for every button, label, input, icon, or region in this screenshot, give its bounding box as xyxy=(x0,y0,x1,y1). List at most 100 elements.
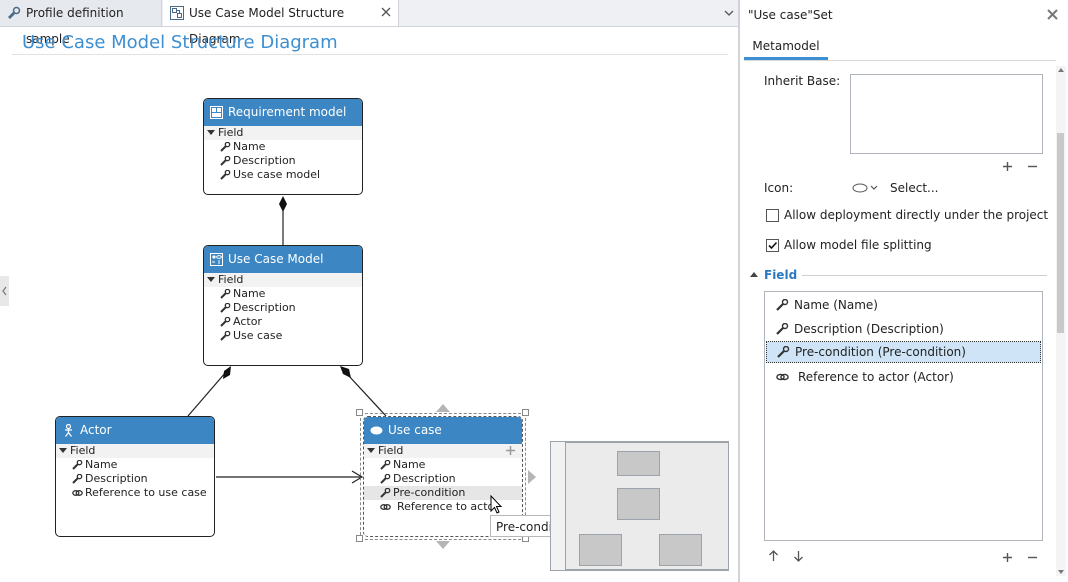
class-box-actor[interactable]: Actor Field Name Description Reference t… xyxy=(55,416,215,537)
wrench-icon xyxy=(220,170,231,180)
composition-diamond-req xyxy=(279,196,287,212)
field-row[interactable]: Use case xyxy=(204,329,362,343)
field-list-item[interactable]: Name (Name) xyxy=(766,294,1041,316)
wrench-icon xyxy=(220,331,231,341)
wrench-icon xyxy=(380,460,391,470)
close-icon[interactable] xyxy=(380,6,392,18)
resize-handle[interactable] xyxy=(522,409,529,416)
field-row[interactable]: Reference to actor xyxy=(364,500,522,514)
inherit-base-list[interactable] xyxy=(850,74,1043,154)
scroll-down-icon[interactable] xyxy=(1056,568,1066,576)
add-inherit-base-icon[interactable] xyxy=(1002,161,1013,172)
tab-label: Profile definition sample xyxy=(26,6,124,46)
field-row-highlighted[interactable]: Pre-condition xyxy=(364,486,522,500)
diagram-minimap[interactable] xyxy=(550,441,729,571)
tab-metamodel[interactable]: Metamodel xyxy=(752,39,820,53)
field-section-header[interactable]: Field xyxy=(764,268,798,282)
pane-splitter[interactable] xyxy=(738,0,740,582)
resize-arrow-right[interactable] xyxy=(528,470,536,484)
minimap-box-requirement-model xyxy=(617,451,660,476)
minimap-box-use-case-model xyxy=(617,488,660,520)
tab-label: Use Case Model Structure Diagram xyxy=(189,6,345,46)
move-down-icon[interactable] xyxy=(793,550,804,562)
expand-arrow-icon xyxy=(207,130,215,135)
checkmark-icon xyxy=(768,241,778,250)
move-up-icon[interactable] xyxy=(768,550,779,562)
class-header: Use case xyxy=(364,417,522,444)
expand-arrow-icon xyxy=(207,277,215,282)
icon-dropdown[interactable] xyxy=(852,181,880,195)
wrench-icon xyxy=(776,299,789,311)
class-box-use-case[interactable]: Use case Field Name Description Pre-cond… xyxy=(363,416,523,537)
composition-line-ucm-usecase[interactable] xyxy=(347,374,387,417)
field-section[interactable]: Field xyxy=(364,444,522,458)
icon-select-button[interactable]: Select... xyxy=(890,181,939,195)
remove-field-icon[interactable] xyxy=(1027,552,1038,563)
field-row[interactable]: Name xyxy=(204,140,362,154)
allow-deployment-checkbox[interactable] xyxy=(766,209,779,222)
wrench-icon xyxy=(72,474,83,484)
allow-split-checkbox[interactable] xyxy=(766,239,779,252)
field-row[interactable]: Actor xyxy=(204,315,362,329)
minimap-box-actor xyxy=(579,534,622,566)
tab-use-case-model-structure-diagram[interactable]: Use Case Model Structure Diagram xyxy=(163,0,399,46)
section-divider xyxy=(802,275,1047,276)
field-row[interactable]: Description xyxy=(56,472,214,486)
field-row[interactable]: Description xyxy=(204,154,362,168)
field-row[interactable]: Description xyxy=(204,301,362,315)
field-section[interactable]: Field xyxy=(204,126,362,140)
resize-arrow-down[interactable] xyxy=(436,541,450,549)
allow-split-label[interactable]: Allow model file splitting xyxy=(784,238,932,252)
field-row[interactable]: Description xyxy=(364,472,522,486)
allow-deployment-label[interactable]: Allow deployment directly under the proj… xyxy=(784,208,1049,222)
selection-frame xyxy=(360,413,526,540)
mouse-cursor-icon xyxy=(490,495,503,514)
resize-handle[interactable] xyxy=(356,409,363,416)
resize-arrow-up[interactable] xyxy=(436,404,450,412)
close-icon[interactable] xyxy=(1046,8,1059,21)
field-row[interactable]: Use case model xyxy=(204,168,362,182)
composition-line-ucm-actor[interactable] xyxy=(187,371,227,417)
wrench-icon xyxy=(72,460,83,470)
diagram-connectors xyxy=(187,196,536,549)
wrench-icon xyxy=(220,317,231,327)
scrollbar-thumb[interactable] xyxy=(1057,133,1064,333)
panel-title: "Use case"Set xyxy=(748,8,833,22)
class-header: Actor xyxy=(56,417,214,444)
collapse-handle[interactable] xyxy=(0,276,9,306)
diagram-editor: Profile definition sample Use Case Model… xyxy=(0,0,740,571)
field-list-item-selected[interactable]: Pre-condition (Pre-condition) xyxy=(766,341,1041,363)
field-list[interactable]: Name (Name) Description (Description) Pr… xyxy=(764,291,1043,541)
profile-icon xyxy=(8,6,21,19)
scroll-up-icon[interactable] xyxy=(1056,66,1066,74)
field-section[interactable]: Field xyxy=(204,273,362,287)
class-box-requirement-model[interactable]: Requirement model Field Name Description… xyxy=(203,98,363,195)
requirement-model-icon xyxy=(210,106,223,119)
expand-arrow-icon xyxy=(59,448,67,453)
field-row[interactable]: Reference to use case xyxy=(56,486,214,500)
use-case-model-icon xyxy=(210,253,223,266)
tab-profile-definition-sample[interactable]: Profile definition sample xyxy=(0,0,162,46)
class-box-use-case-model[interactable]: Use Case Model Field Name Description Ac… xyxy=(203,245,363,366)
add-field-icon[interactable] xyxy=(1002,552,1013,563)
wrench-icon xyxy=(776,323,789,335)
remove-inherit-base-icon[interactable] xyxy=(1027,161,1038,172)
field-row[interactable]: Name xyxy=(364,458,522,472)
field-row[interactable]: Name xyxy=(204,287,362,301)
add-field-icon[interactable] xyxy=(505,445,516,456)
resize-handle[interactable] xyxy=(356,535,363,542)
field-row[interactable]: Name xyxy=(56,458,214,472)
chevron-down-icon[interactable] xyxy=(722,6,736,20)
wrench-icon xyxy=(220,303,231,313)
minimap-viewport[interactable] xyxy=(565,442,729,570)
field-section[interactable]: Field xyxy=(56,444,214,458)
reference-link-icon xyxy=(380,504,391,510)
minimap-box-use-case xyxy=(659,534,702,566)
reference-arrowhead xyxy=(351,470,364,484)
composition-diamond-ucm-usecase xyxy=(340,366,351,378)
field-list-item[interactable]: Reference to actor (Actor) xyxy=(766,366,1041,388)
class-title: Use Case Model xyxy=(228,252,324,266)
collapse-arrow-icon[interactable] xyxy=(750,272,758,277)
field-list-item[interactable]: Description (Description) xyxy=(766,318,1041,340)
composition-diamond-ucm-actor xyxy=(223,366,231,379)
